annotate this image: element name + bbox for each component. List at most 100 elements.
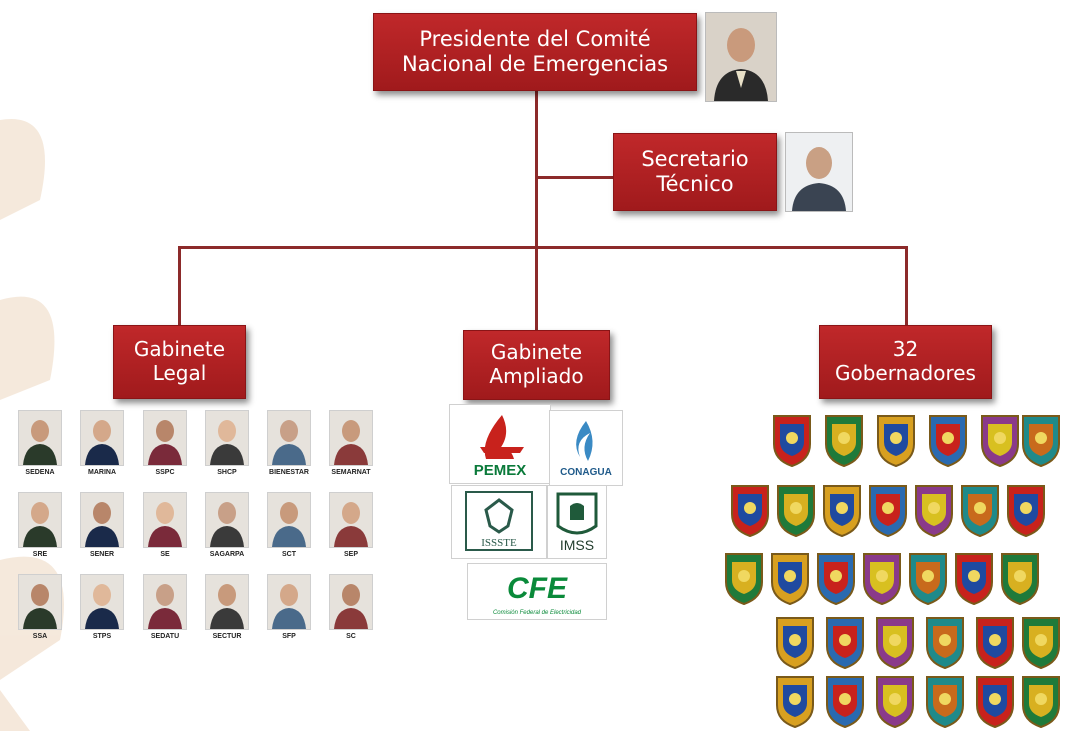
state-crest bbox=[906, 548, 950, 606]
state-crest bbox=[773, 671, 817, 729]
state-crest bbox=[923, 671, 967, 729]
cabinet-member-photo bbox=[143, 410, 187, 466]
cabinet-member-photo bbox=[143, 492, 187, 548]
cabinet-member-sfp: SFP bbox=[259, 574, 319, 640]
state-crest bbox=[814, 548, 858, 606]
state-crest bbox=[973, 671, 1017, 729]
cabinet-member-photo bbox=[18, 492, 62, 548]
cfe-text: CFE bbox=[507, 572, 568, 605]
state-crest bbox=[820, 480, 864, 538]
connector-gobernadores bbox=[905, 246, 908, 326]
secretary-photo bbox=[785, 132, 853, 212]
state-crest bbox=[978, 410, 1022, 468]
cabinet-member-ssa: SSA bbox=[10, 574, 70, 640]
cabinet-member-photo bbox=[329, 574, 373, 630]
cabinet-member-label: SECTUR bbox=[212, 633, 242, 640]
state-crest bbox=[873, 671, 917, 729]
state-crest bbox=[923, 612, 967, 670]
state-crest bbox=[926, 410, 970, 468]
state-crest bbox=[874, 410, 918, 468]
state-crest bbox=[912, 480, 956, 538]
cabinet-member-label: SRE bbox=[32, 551, 48, 558]
cabinet-member-label: BIENESTAR bbox=[269, 469, 309, 476]
state-crest bbox=[768, 548, 812, 606]
pemex-logo: PEMEX bbox=[449, 404, 551, 484]
cabinet-member-bienestar: BIENESTAR bbox=[259, 410, 319, 476]
gabinete-ampliado-box: Gabinete Ampliado bbox=[463, 330, 610, 400]
state-crest bbox=[998, 548, 1042, 606]
cabinet-member-sectur: SECTUR bbox=[197, 574, 257, 640]
cabinet-member-label: SEDENA bbox=[25, 469, 55, 476]
cabinet-member-label: SAGARPA bbox=[209, 551, 245, 558]
president-photo bbox=[705, 12, 777, 102]
imss-text: IMSS bbox=[560, 537, 594, 553]
state-crest bbox=[728, 480, 772, 538]
state-crest bbox=[860, 548, 904, 606]
cabinet-member-label: SFP bbox=[282, 633, 296, 640]
cabinet-member-label: SC bbox=[346, 633, 356, 640]
gobernadores-title-line1: 32 bbox=[892, 337, 919, 362]
connector-secretary bbox=[535, 176, 613, 179]
connector-legal bbox=[178, 246, 181, 326]
pemex-text: PEMEX bbox=[474, 462, 527, 479]
state-crest bbox=[1004, 480, 1048, 538]
cabinet-member-label: SCT bbox=[282, 551, 296, 558]
cabinet-member-label: MARINA bbox=[88, 469, 116, 476]
cabinet-member-label: SENER bbox=[89, 551, 115, 558]
cabinet-member-sspc: SSPC bbox=[135, 410, 195, 476]
cfe-subtitle: Comisión Federal de Electricidad bbox=[493, 610, 582, 616]
issste-logo: ISSSTE bbox=[451, 485, 547, 559]
state-crest bbox=[770, 410, 814, 468]
cabinet-member-photo bbox=[143, 574, 187, 630]
cabinet-member-photo bbox=[329, 410, 373, 466]
cabinet-member-photo bbox=[205, 574, 249, 630]
cabinet-member-sc: SC bbox=[321, 574, 381, 640]
cabinet-member-photo bbox=[205, 410, 249, 466]
cabinet-member-photo bbox=[80, 574, 124, 630]
state-crest bbox=[958, 480, 1002, 538]
president-title-line2: Nacional de Emergencias bbox=[401, 52, 669, 76]
cabinet-member-photo bbox=[329, 492, 373, 548]
cabinet-member-sagarpa: SAGARPA bbox=[197, 492, 257, 558]
cabinet-member-se: SE bbox=[135, 492, 195, 558]
secretary-title-line2: Técnico bbox=[656, 172, 734, 196]
cabinet-member-photo bbox=[18, 574, 62, 630]
cabinet-member-label: STPS bbox=[92, 633, 112, 640]
legal-title-line1: Gabinete bbox=[133, 337, 226, 362]
state-crest bbox=[822, 410, 866, 468]
cabinet-member-label: SEDATU bbox=[150, 633, 180, 640]
cabinet-member-sedatu: SEDATU bbox=[135, 574, 195, 640]
cabinet-member-label: SSA bbox=[32, 633, 48, 640]
cabinet-member-label: SEP bbox=[343, 551, 358, 558]
cabinet-member-photo bbox=[205, 492, 249, 548]
state-crest bbox=[1019, 410, 1063, 468]
state-crest bbox=[773, 612, 817, 670]
connector-horizontal bbox=[178, 246, 908, 249]
cabinet-member-photo bbox=[80, 492, 124, 548]
secretary-box: Secretario Técnico bbox=[613, 133, 777, 211]
cabinet-member-shcp: SHCP bbox=[197, 410, 257, 476]
cfe-logo: CFE Comisión Federal de Electricidad bbox=[467, 563, 607, 620]
state-crest bbox=[952, 548, 996, 606]
legal-title-line2: Legal bbox=[152, 361, 207, 385]
state-crest bbox=[973, 612, 1017, 670]
gobernadores-title-line2: Gobernadores bbox=[835, 361, 976, 385]
cabinet-member-label: SEMARNAT bbox=[331, 469, 371, 476]
state-crest bbox=[1019, 612, 1063, 670]
conagua-logo: CONAGUA bbox=[549, 410, 623, 486]
cabinet-member-sep: SEP bbox=[321, 492, 381, 558]
cabinet-member-sct: SCT bbox=[259, 492, 319, 558]
connector-president-down bbox=[535, 88, 538, 248]
president-box: Presidente del Comité Nacional de Emerge… bbox=[373, 13, 697, 91]
cabinet-member-photo bbox=[18, 410, 62, 466]
cabinet-member-label: SHCP bbox=[217, 469, 237, 476]
connector-ampliado bbox=[535, 246, 538, 330]
cabinet-member-marina: MARINA bbox=[72, 410, 132, 476]
cabinet-member-sener: SENER bbox=[72, 492, 132, 558]
cabinet-member-stps: STPS bbox=[72, 574, 132, 640]
cabinet-member-photo bbox=[267, 574, 311, 630]
cabinet-member-sre: SRE bbox=[10, 492, 70, 558]
state-crest bbox=[873, 612, 917, 670]
cabinet-member-label: SSPC bbox=[155, 469, 175, 476]
cabinet-member-photo bbox=[267, 410, 311, 466]
